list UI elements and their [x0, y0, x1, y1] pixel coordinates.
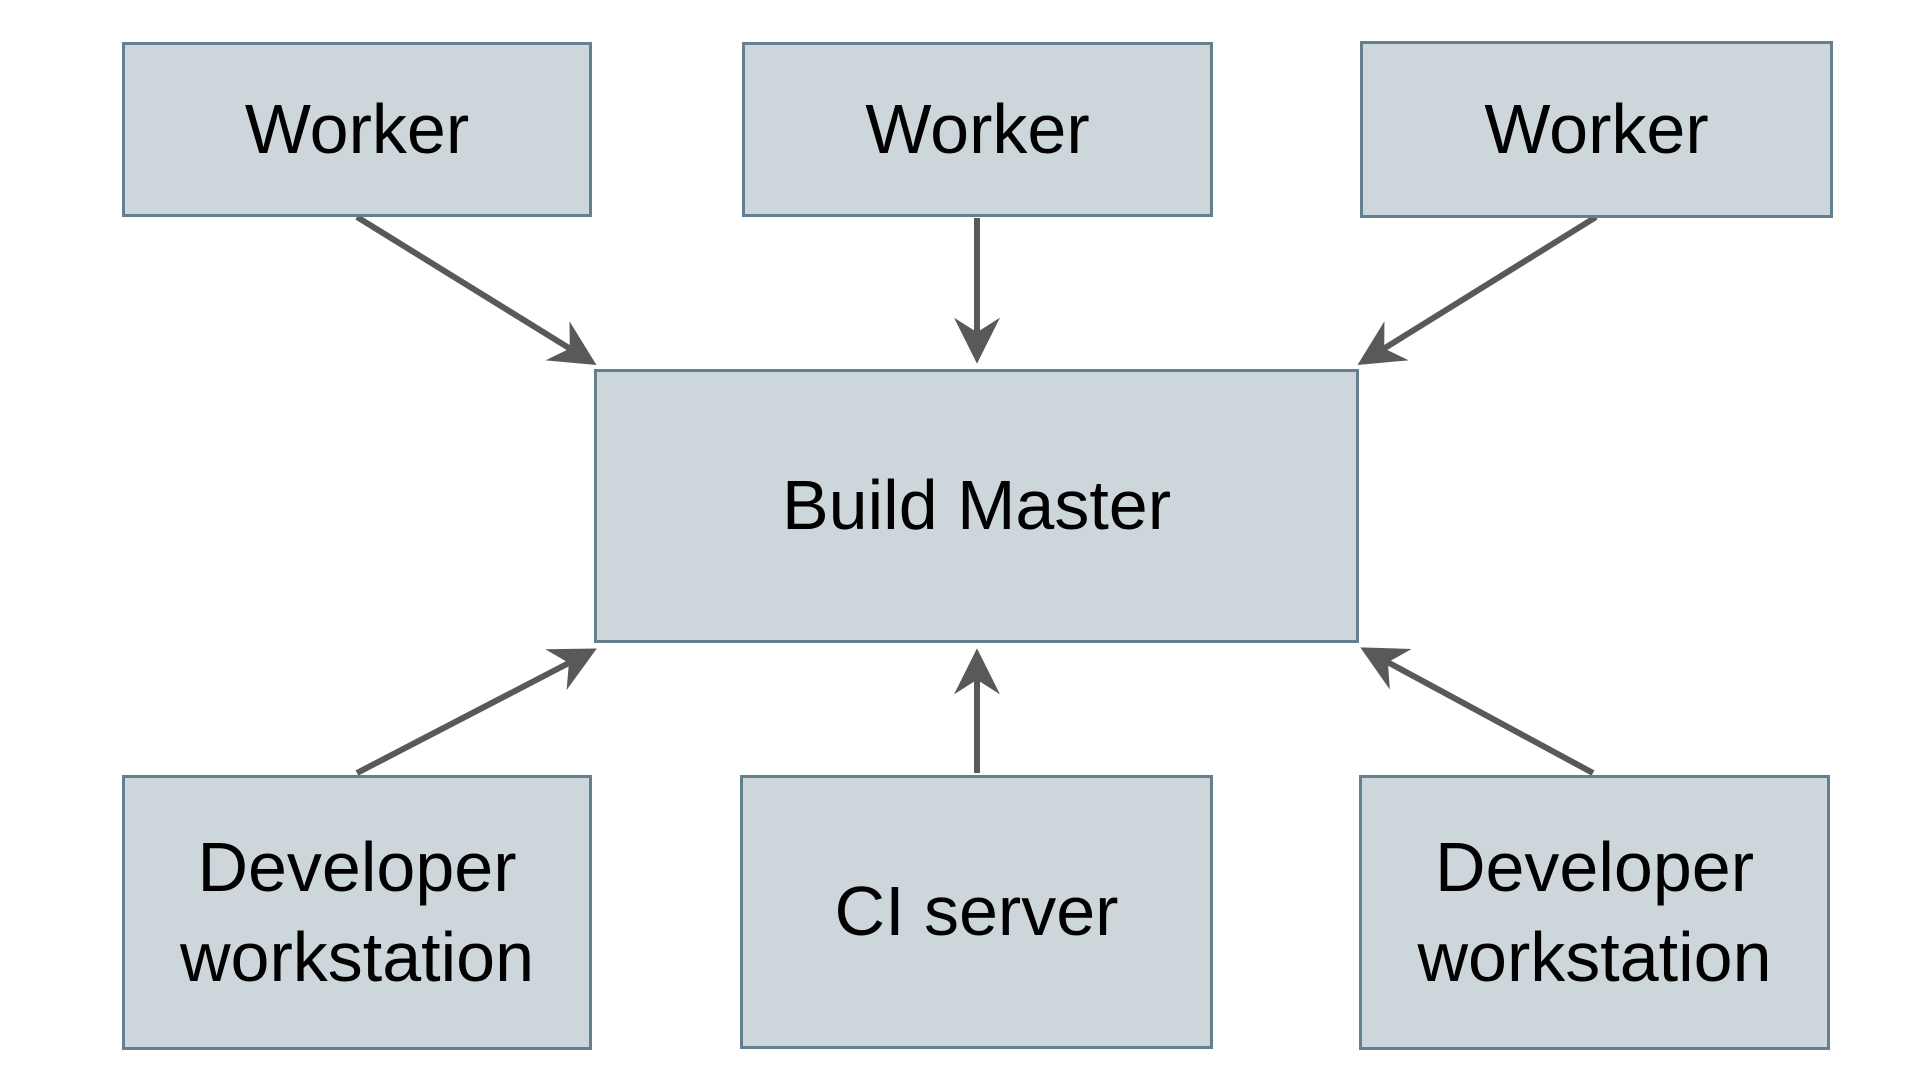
node-worker-1-label: Worker — [244, 89, 470, 168]
node-build-master: Build Master — [594, 369, 1359, 643]
node-ci-server: CI server — [740, 775, 1213, 1049]
node-worker-2-label: Worker — [865, 89, 1090, 168]
node-build-master-label: Build Master — [781, 466, 1172, 545]
edge-worker-1-to-build-master — [355, 214, 597, 366]
node-worker-1: Worker — [122, 42, 592, 217]
edge-dev-workstation-2-to-build-master — [1360, 647, 1595, 776]
edge-dev-workstation-1-to-build-master — [355, 648, 597, 776]
node-dev-workstation-2-label: Developer workstation — [1417, 827, 1772, 996]
node-dev-workstation-1-label: Developer workstation — [179, 827, 535, 996]
node-worker-3-label: Worker — [1484, 89, 1709, 168]
node-worker-2: Worker — [742, 42, 1213, 217]
node-worker-3: Worker — [1360, 41, 1833, 218]
node-ci-server-label: CI server — [834, 872, 1119, 951]
edge-worker-3-to-build-master — [1357, 214, 1598, 366]
node-dev-workstation-2: Developer workstation — [1359, 775, 1830, 1050]
node-dev-workstation-1: Developer workstation — [122, 775, 592, 1050]
